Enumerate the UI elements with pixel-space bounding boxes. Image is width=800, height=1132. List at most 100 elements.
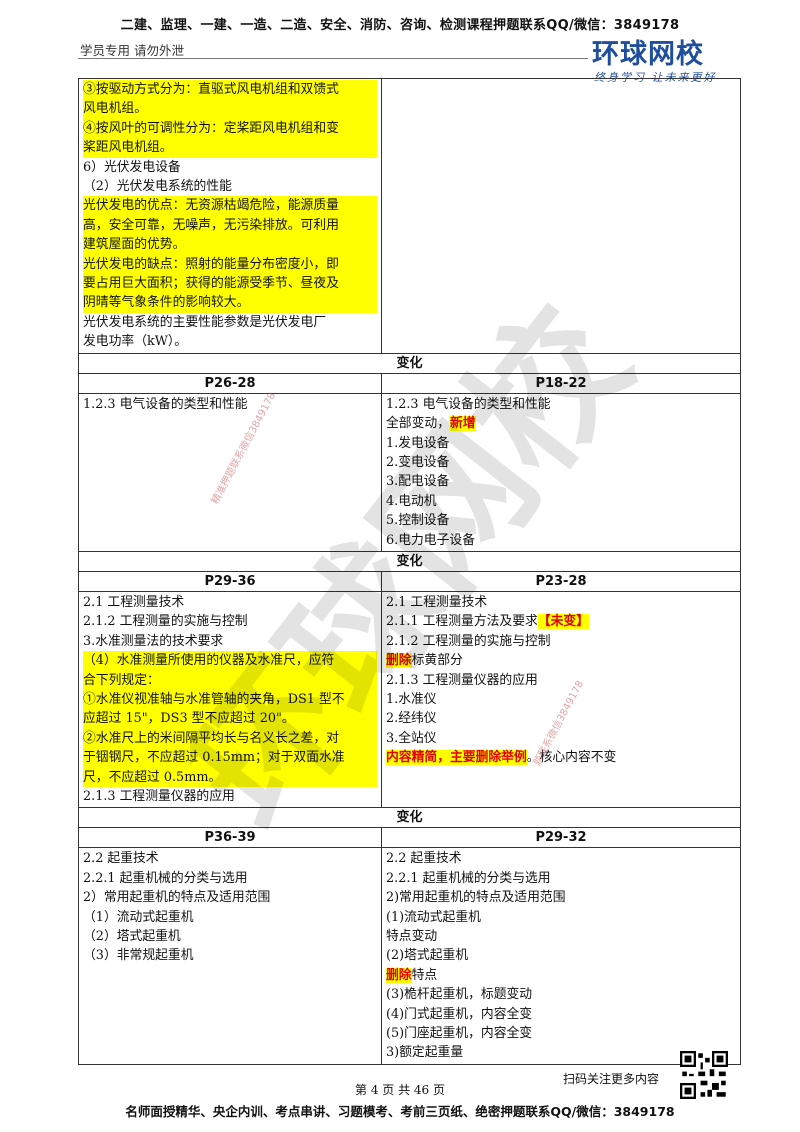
text-line: 2）常用起重机的特点及适用范围 — [83, 890, 271, 906]
text-line: 光伏发电的优点：无资源枯竭危险，能源质量 — [83, 196, 377, 216]
new-pages-label: P23-28 — [381, 570, 741, 592]
text-line-part: 全部变动， — [386, 416, 450, 432]
text-line: 2.2 起重技术 — [386, 851, 462, 867]
text-line: (2)塔式起重机 — [386, 948, 469, 964]
text-line: 1.2.3 电气设备的类型和性能 — [83, 396, 248, 412]
new-content-cell: 2.1 工程测量技术 2.1.1 工程测量方法及要求【未变】 2.1.2 工程测… — [381, 590, 741, 809]
text-line: 2.1 工程测量技术 — [83, 594, 185, 610]
scan-hint: 扫码关注更多内容 — [563, 1072, 660, 1086]
brand-logo: 环球网校 终身学习 让未来更好 — [592, 32, 742, 84]
old-content-cell: 1.2.3 电气设备的类型和性能 — [78, 392, 382, 552]
text-line: 合下列规定： — [83, 670, 377, 690]
text-line: 6.电力电子设备 — [386, 532, 475, 548]
text-line: 5.控制设备 — [386, 513, 450, 529]
table-row: 2.1 工程测量技术 2.1.2 工程测量的实施与控制 3.水准测量法的技术要求… — [78, 590, 741, 809]
text-line: 3.全站仪 — [386, 730, 437, 746]
table-row: ③按驱动方式分为：直驱式风电机组和双馈式 风电机组。 ④按风叶的可调性分为：定桨… — [78, 78, 741, 354]
text-line: 删除标黄部分 — [386, 651, 736, 670]
text-line: 1.2.3 电气设备的类型和性能 — [386, 396, 551, 412]
text-line: 删除特点 — [386, 966, 736, 985]
text-line: 光伏发电系统的主要性能参数是光伏发电厂 — [83, 314, 327, 330]
new-tag: 新增 — [449, 416, 476, 432]
delete-tag: 删除 — [386, 653, 412, 669]
old-pages-label: P36-39 — [78, 827, 382, 849]
text-line: 全部变动，新增 — [386, 414, 736, 433]
change-header: 变化 — [78, 550, 741, 572]
text-line: (1)流动式起重机 — [386, 909, 481, 925]
text-line: 2.变电设备 — [386, 454, 450, 470]
header-banner: 二建、监理、一建、一造、二造、安全、消防、咨询、检测课程押题联系QQ/微信：38… — [120, 18, 680, 33]
text-line: ①水准仪视准轴与水准管轴的夹角，DS1 型不 — [83, 689, 377, 710]
text-line: 2.1.3 工程测量仪器的应用 — [386, 672, 538, 688]
new-content-cell: 2.2 起重技术 2.2.1 起重机械的分类与选用 2)常用起重机的特点及适用范… — [381, 847, 741, 1065]
change-header: 变化 — [78, 807, 741, 829]
logo-text: 环球网校 — [592, 39, 704, 70]
new-pages-label: P18-22 — [381, 372, 741, 394]
comparison-table: ③按驱动方式分为：直驱式风电机组和双馈式 风电机组。 ④按风叶的可调性分为：定桨… — [78, 78, 741, 1065]
footer-banner: 名师面授精华、央企内训、考点串讲、习题模考、考前三页纸、绝密押题联系QQ/微信：… — [125, 1104, 675, 1119]
table-row: 2.2 起重技术 2.2.1 起重机械的分类与选用 2）常用起重机的特点及适用范… — [78, 847, 741, 1065]
table-row: P26-28 P18-22 — [78, 372, 741, 394]
text-line: 2.1 工程测量技术 — [386, 594, 488, 610]
text-line: (4)门式起重机，内容全变 — [386, 1006, 533, 1022]
confidential-note: 学员专用 请勿外泄 — [80, 43, 184, 58]
table-row: 变化 — [78, 550, 741, 572]
text-line: 2.经纬仪 — [386, 711, 437, 727]
table-row: P36-39 P29-32 — [78, 827, 741, 849]
table-row: 1.2.3 电气设备的类型和性能 1.2.3 电气设备的类型和性能 全部变动，新… — [78, 392, 741, 552]
text-line: （2）塔式起重机 — [83, 929, 181, 945]
text-line: 于铟钢尺，不应超过 0.15mm；对于双面水准 — [83, 748, 377, 768]
text-line: （2）光伏发电系统的性能 — [83, 179, 232, 195]
text-line: （1）流动式起重机 — [83, 909, 194, 925]
table-row: P29-36 P23-28 — [78, 570, 741, 592]
text-line: 桨距风电机组。 — [83, 138, 377, 158]
delete-tag: 删除 — [386, 967, 412, 983]
text-line: 建筑屋面的优势。 — [83, 235, 377, 255]
text-line: 2.1.1 工程测量方法及要求【未变】 — [386, 612, 736, 631]
qr-code-icon[interactable] — [680, 1051, 728, 1099]
text-line: 阴晴等气象条件的影响较大。 — [83, 293, 377, 313]
text-line-part: 。核心内容不变 — [526, 750, 617, 766]
text-line: 光伏发电的缺点：照射的能量分布密度小，即 — [83, 254, 377, 275]
text-line: 2.2 起重技术 — [83, 851, 159, 867]
text-line: 3.配电设备 — [386, 474, 450, 490]
old-content-cell: 2.2 起重技术 2.2.1 起重机械的分类与选用 2）常用起重机的特点及适用范… — [78, 847, 382, 1065]
old-content-cell: 2.1 工程测量技术 2.1.2 工程测量的实施与控制 3.水准测量法的技术要求… — [78, 590, 382, 809]
old-pages-label: P26-28 — [78, 372, 382, 394]
text-line: 3)额定起重量 — [386, 1045, 464, 1061]
text-line: 2.2.1 起重机械的分类与选用 — [83, 870, 248, 886]
text-line: 要占用巨大面积；获得的能源受季节、昼夜及 — [83, 274, 377, 294]
text-line: 1.水准仪 — [386, 691, 437, 707]
text-line: 高，安全可靠，无噪声，无污染排放。可利用 — [83, 215, 377, 236]
page-number: 第 4 页 共 46 页 — [355, 1083, 445, 1097]
text-line: 1.发电设备 — [386, 435, 450, 451]
change-header: 变化 — [78, 352, 741, 374]
text-line: 2.1.2 工程测量的实施与控制 — [386, 633, 551, 649]
left-cell-continued: ③按驱动方式分为：直驱式风电机组和双馈式 风电机组。 ④按风叶的可调性分为：定桨… — [78, 78, 382, 354]
text-line: 6）光伏发电设备 — [83, 159, 181, 175]
text-line: ④按风叶的可调性分为：定桨距风电机组和变 — [83, 118, 377, 139]
text-line: 2.2.1 起重机械的分类与选用 — [386, 870, 551, 886]
table-row: 变化 — [78, 352, 741, 374]
unchanged-tag: 【未变】 — [537, 614, 589, 630]
text-line: ②水准尺上的米间隔平均长与名义长之差，对 — [83, 728, 377, 749]
text-line-part: 2.1.1 工程测量方法及要求 — [386, 614, 538, 630]
text-line: 4.电动机 — [386, 493, 437, 509]
text-line-part: 标黄部分 — [411, 653, 463, 669]
header-rule — [78, 58, 588, 59]
text-line: 风电机组。 — [83, 99, 377, 119]
text-line: （4）水准测量所使用的仪器及水准尺，应符 — [83, 651, 377, 671]
text-line: （3）非常规起重机 — [83, 948, 194, 964]
right-cell-continued — [381, 78, 741, 354]
simplified-tag: 内容精简，主要删除举例 — [386, 750, 527, 766]
table-row: 变化 — [78, 807, 741, 829]
text-line: 特点变动 — [386, 929, 438, 945]
text-line-part: 特点 — [411, 967, 438, 983]
text-line: 2)常用起重机的特点及适用范围 — [386, 890, 566, 906]
text-line: 2.1.3 工程测量仪器的应用 — [83, 789, 235, 804]
new-content-cell: 1.2.3 电气设备的类型和性能 全部变动，新增 1.发电设备 2.变电设备 3… — [381, 392, 741, 552]
text-line: 内容精简，主要删除举例。核心内容不变 — [386, 748, 736, 767]
text-line: 尺，不应超过 0.5mm。 — [83, 767, 377, 787]
new-pages-label: P29-32 — [381, 827, 741, 849]
text-line: 应超过 15"，DS3 型不应超过 20"。 — [83, 709, 377, 729]
